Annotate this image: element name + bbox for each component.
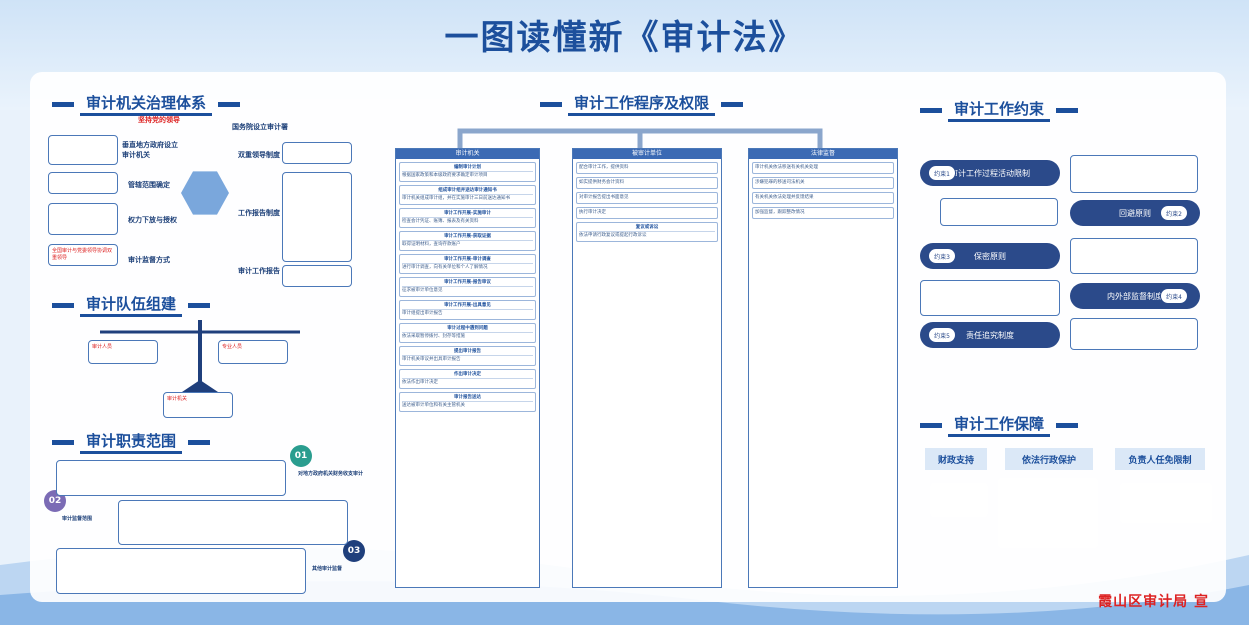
duty-label-1: 对地方政府机关财务收支审计 (298, 471, 364, 477)
procedure-col-1: 审计机关 编制审计计划根据国家政策和本级政府要求确定审计项目 组成审计组并送达审… (395, 148, 540, 588)
constraint-note-5 (1070, 318, 1198, 350)
gov-item-5: 国务院设立审计署 (232, 123, 288, 131)
gov-item-8: 审计工作报告 (238, 267, 280, 275)
duty-badge-1: 01 (290, 445, 312, 467)
section-constraints: 审计工作约束 (920, 98, 1079, 122)
gov-note-right-1 (282, 142, 352, 164)
gov-note-left-4: 全国审计与党委领导协调双重领导 (48, 244, 118, 266)
procedure-col-3: 法律监督 审计机关依法移送有关机关处理 涉嫌犯罪的移送司法机关 有关机关依法处理… (748, 148, 898, 588)
gov-item-4: 审计监督方式 (128, 256, 170, 264)
gov-item-3: 权力下放与授权 (128, 216, 177, 224)
gov-item-7: 工作报告制度 (238, 209, 280, 217)
procedure-col-2: 被审计单位 配合审计工作，提供资料 如实提供财务会计资料 对审计报告提出书面意见… (572, 148, 722, 588)
guarantee-3: 负责人任免限制 (1115, 448, 1205, 470)
step-3: 审计工作开展-实施审计检查会计凭证、账簿、报表及有关资料 (399, 208, 536, 228)
gov-item-6: 双重领导制度 (238, 151, 280, 159)
gov-note-left-2 (48, 172, 118, 194)
gov-note-left-1 (48, 135, 118, 165)
duty-label-2: 审计监督范围 (62, 516, 93, 522)
duty-box-2 (118, 500, 348, 545)
step-4: 审计工作开展-获取证据取得证明材料，查询存款账户 (399, 231, 536, 251)
gov-note-right-3 (282, 265, 352, 287)
constraint-5-num: 约束5 (928, 327, 956, 343)
team-right-box: 专业人员 (218, 340, 288, 364)
gov-note-right-2 (282, 172, 352, 262)
duty-box-3 (56, 548, 306, 594)
section-guarantee: 审计工作保障 (920, 413, 1079, 437)
constraint-4-num: 约束4 (1160, 288, 1188, 304)
gov-item-2: 管辖范围确定 (128, 181, 170, 189)
step-1: 编制审计计划根据国家政策和本级政府要求确定审计项目 (399, 162, 536, 182)
step-6: 审计工作开展-报告审议征求被审计单位意见 (399, 277, 536, 297)
team-left-box: 审计人员 (88, 340, 158, 364)
section-procedure: 审计工作程序及权限 (540, 92, 744, 116)
team-bottom-box: 审计机关 (163, 392, 233, 418)
constraint-note-2 (1070, 155, 1198, 193)
constraint-note-4 (920, 280, 1060, 316)
step-2: 组成审计组并送达审计通知书审计机关组成审计组，并在实施审计三日前送达通知书 (399, 185, 536, 205)
duty-label-3: 其他审计监督 (312, 566, 343, 572)
guarantee-note-1 (930, 483, 988, 517)
step-11: 审计报告送达送达被审计单位和有关主管机关 (399, 392, 536, 412)
step-10: 作出审计决定依法作出审计决定 (399, 369, 536, 389)
duty-box-1 (56, 460, 286, 496)
gov-item-1: 垂直地方政府设立审计机关 (122, 141, 178, 159)
guarantee-1: 财政支持 (925, 448, 987, 470)
page-title: 一图读懂新《审计法》 (444, 18, 805, 58)
section-duties: 审计职责范围 (52, 430, 211, 454)
step-7: 审计工作开展-出具意见审计组提出审计报告 (399, 300, 536, 320)
step-9: 提出审计报告审计机关审议并出具审计报告 (399, 346, 536, 366)
step-8: 审计过程中遇到问题依法采取暂停拨付、封存等措施 (399, 323, 536, 343)
constraint-1-num: 约束1 (928, 165, 956, 181)
gov-center-top: 坚持党的领导 (138, 116, 180, 124)
section-team: 审计队伍组建 (52, 293, 211, 317)
credit: 霞山区审计局 宣 (1098, 594, 1209, 610)
constraint-3-num: 约束3 (928, 248, 956, 264)
section-governance: 审计机关治理体系 (52, 92, 241, 116)
gov-note-left-3 (48, 203, 118, 235)
step-5: 审计工作开展-审计调查进行审计调查，向有关单位和个人了解情况 (399, 254, 536, 274)
constraint-note-3 (1070, 238, 1198, 274)
constraint-2-num: 约束2 (1160, 205, 1188, 221)
guarantee-note-2 (998, 478, 1098, 548)
guarantee-2: 依法行政保护 (1005, 448, 1093, 470)
duty-badge-3: 03 (343, 540, 365, 562)
guarantee-note-3 (1120, 483, 1212, 523)
constraint-note-1 (940, 198, 1058, 226)
gov-center-hex (170, 143, 240, 243)
